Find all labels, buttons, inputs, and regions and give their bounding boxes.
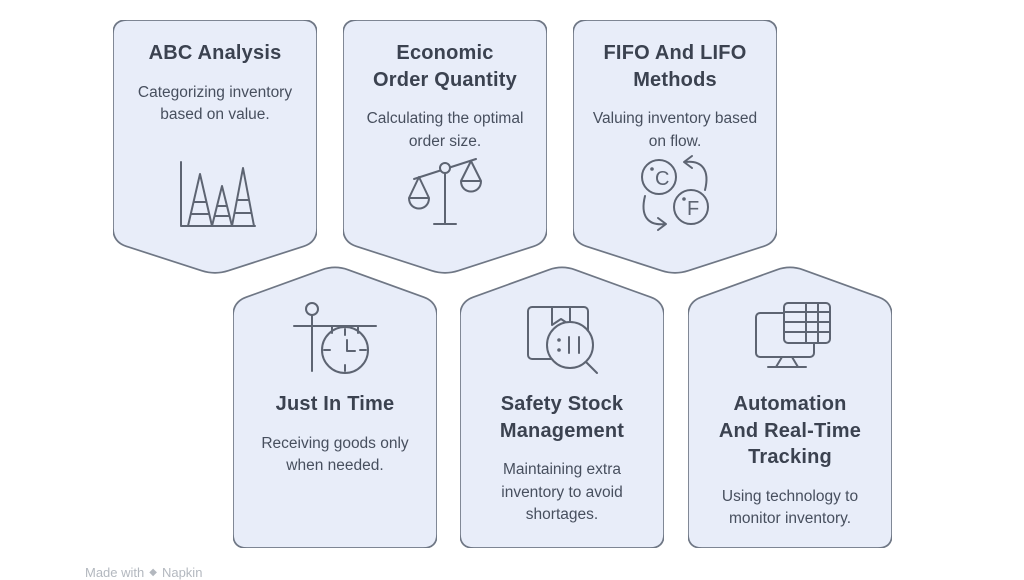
card-description: Categorizing inventory based on value. xyxy=(137,83,293,124)
bar-chart-peaks-icon xyxy=(169,154,261,234)
card-title: ABC Analysis xyxy=(148,42,282,64)
card-title: Automation And Real-Time Tracking xyxy=(718,393,862,469)
card-safety-stock-management: Safety Stock Management Maintaining extr… xyxy=(460,265,664,548)
monitor-spreadsheet-icon xyxy=(744,299,836,379)
card-title: Safety Stock Management xyxy=(499,393,625,442)
card-automation-tracking: Automation And Real-Time Tracking Using … xyxy=(688,265,892,548)
card-economic-order-quantity: Economic Order Quantity Calculating the … xyxy=(343,20,547,275)
celsius-letter: C xyxy=(655,168,669,190)
card-shape-pointer-down xyxy=(573,20,777,274)
card-title: FIFO And LIFO Methods xyxy=(603,42,747,91)
card-shape-pointer-down xyxy=(343,20,547,274)
watermark-brand: Napkin xyxy=(161,565,203,580)
card-shape-pointer-down xyxy=(113,20,317,274)
watermark[interactable]: Made with ◆ Napkin xyxy=(85,565,202,580)
hanging-clock-icon xyxy=(289,299,381,379)
card-description: Maintaining extra inventory to avoid sho… xyxy=(501,461,623,524)
card-title: Economic Order Quantity xyxy=(373,42,517,91)
card-title: Just In Time xyxy=(275,393,395,415)
card-abc-analysis: ABC Analysis Categorizing inventory base… xyxy=(113,20,317,275)
card-shape-pointer-up xyxy=(460,266,664,548)
napkin-diamond-icon: ◆ xyxy=(149,566,157,578)
card-shape-pointer-up xyxy=(233,266,437,548)
unit-conversion-icon: C F xyxy=(632,154,718,234)
card-description: Receiving goods only when needed. xyxy=(261,434,409,475)
card-shape-pointer-up xyxy=(688,266,892,548)
balance-scale-icon xyxy=(402,154,488,234)
watermark-prefix: Made with xyxy=(85,565,145,580)
card-fifo-lifo-methods: FIFO And LIFO Methods Valuing inventory … xyxy=(573,20,777,275)
card-description: Valuing inventory based on flow. xyxy=(592,110,758,150)
card-description: Calculating the optimal order size. xyxy=(366,110,524,150)
card-just-in-time: Just In Time Receiving goods only when n… xyxy=(233,265,437,548)
card-description: Using technology to monitor inventory. xyxy=(721,487,859,528)
package-magnifier-icon xyxy=(518,299,606,379)
fahrenheit-letter: F xyxy=(687,198,699,220)
